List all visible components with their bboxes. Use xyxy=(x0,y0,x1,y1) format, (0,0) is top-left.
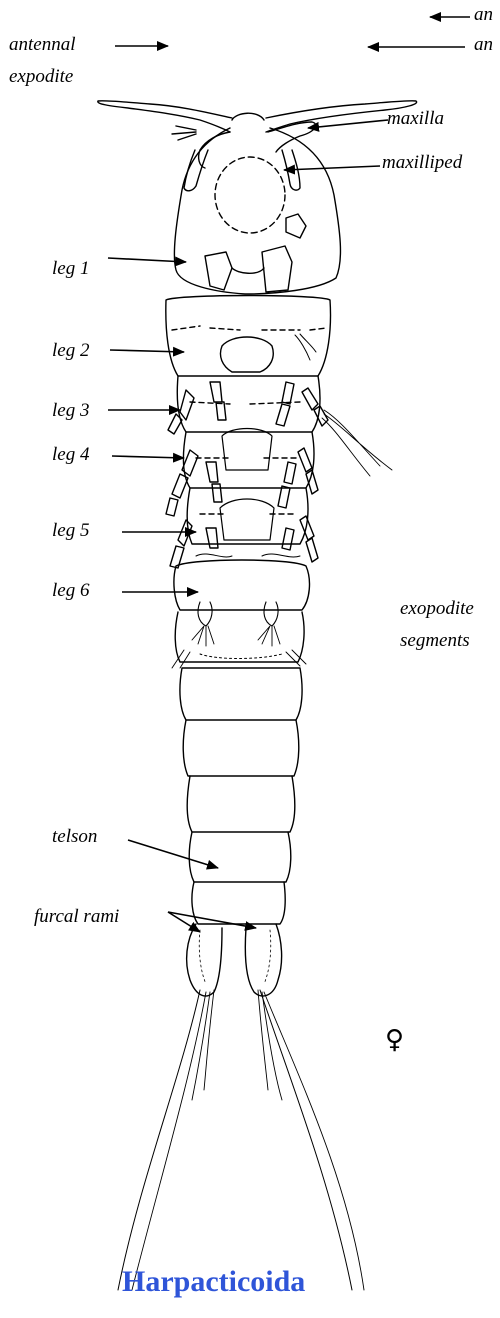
arrow-leg2 xyxy=(110,350,184,352)
arrow-maxilliped xyxy=(284,166,380,170)
arrow-leg4 xyxy=(112,456,184,458)
label-leg5: leg 5 xyxy=(52,520,89,542)
label-antennal: antennal xyxy=(9,34,76,56)
label-maxilla: maxilla xyxy=(387,108,444,130)
arrow-telson xyxy=(128,840,218,868)
label-telson: telson xyxy=(52,826,97,848)
label-antenna-top: an xyxy=(474,34,493,56)
arrow-maxilla xyxy=(308,120,388,128)
left-antenna xyxy=(98,101,232,132)
label-furcal-rami: furcal rami xyxy=(34,906,119,928)
label-leg3: leg 3 xyxy=(52,400,89,422)
label-leg4: leg 4 xyxy=(52,444,89,466)
diagram-title: Harpacticoida xyxy=(122,1265,305,1299)
label-leg6: leg 6 xyxy=(52,580,89,602)
female-symbol: ♀ xyxy=(385,1025,404,1055)
label-exopodite: exopodite xyxy=(400,598,474,620)
label-maxilliped: maxilliped xyxy=(382,152,462,174)
label-expodite: expodite xyxy=(9,66,73,88)
label-leg1: leg 1 xyxy=(52,258,89,280)
label-antennule-top: an xyxy=(474,4,493,26)
label-segments: segments xyxy=(400,630,470,652)
label-leg2: leg 2 xyxy=(52,340,89,362)
